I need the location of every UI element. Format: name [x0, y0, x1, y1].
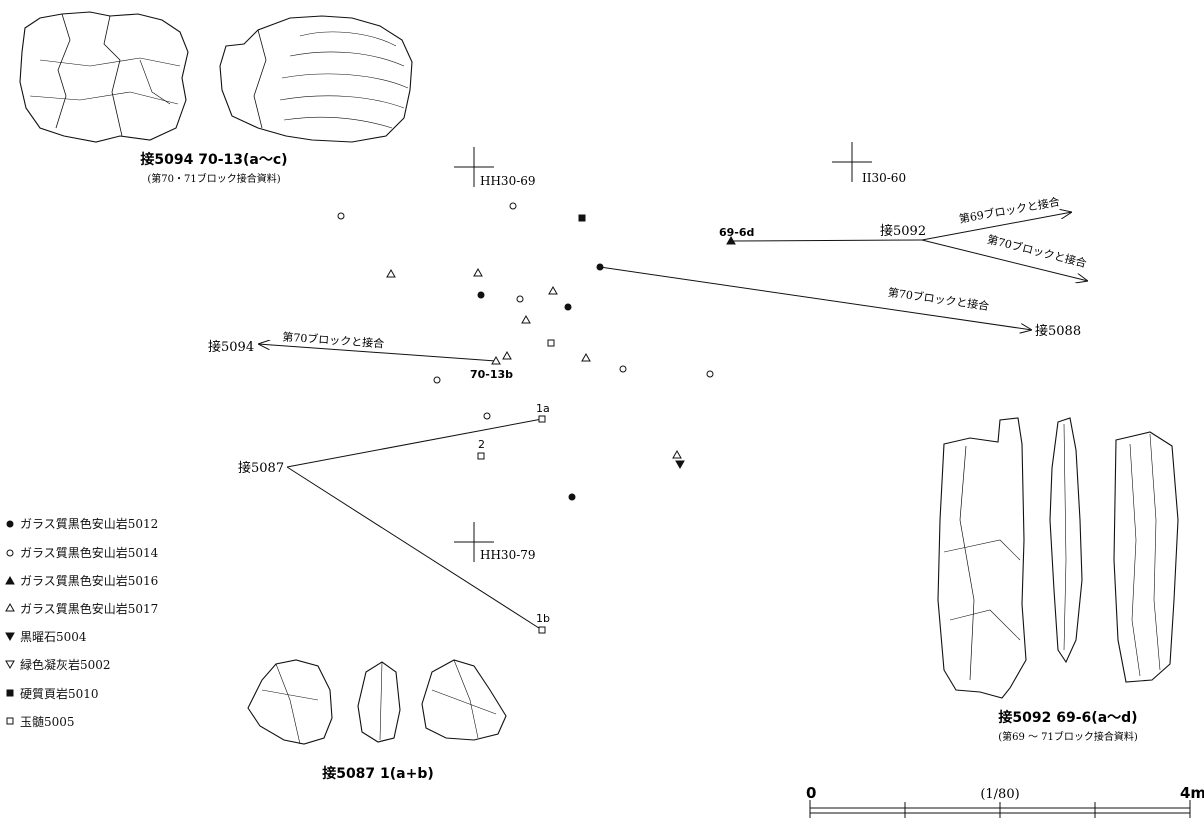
- refit-line-5092-main: [730, 239, 923, 242]
- point-open-triangle: [581, 352, 591, 362]
- legend-label-5012: ガラス質黒色安山岩5012: [20, 516, 158, 531]
- item-label-1b: 1b: [536, 612, 550, 625]
- point-filled-inverted-triangle: [675, 460, 685, 470]
- point-filled-square: [578, 214, 586, 222]
- point-open-square: [538, 626, 546, 634]
- refit-line-5087-1b: [286, 466, 543, 631]
- join-label-5094: 接5094: [208, 339, 254, 355]
- refit-note-block70-5092: 第70ブロックと接合: [986, 232, 1088, 270]
- caption-5094-title: 接5094 70-13(a〜c): [140, 151, 287, 168]
- grid-label-hh30-79: HH30-79: [480, 548, 536, 562]
- point-open-circle: [433, 376, 441, 384]
- point-filled-triangle: [726, 235, 736, 245]
- refit-note-block70-5088: 第70ブロックと接合: [887, 285, 990, 313]
- legend-label-5005: 玉髄5005: [20, 714, 75, 729]
- legend-label-5010: 硬質頁岩5010: [20, 686, 99, 701]
- legend-label-5004: 黒曜石5004: [20, 630, 87, 644]
- scale-start-label: 0: [806, 784, 816, 802]
- point-open-circle: [483, 412, 491, 420]
- caption-5092-subtitle: (第69 〜 71ブロック接合資料): [998, 730, 1138, 743]
- point-open-triangle: [491, 355, 501, 365]
- point-filled-circle: [568, 493, 576, 501]
- caption-5092-title: 接5092 69-6(a〜d): [998, 709, 1137, 726]
- item-label-2: 2: [478, 438, 485, 451]
- point-filled-circle: [477, 291, 485, 299]
- grid-label-ii30-60: II30-60: [862, 171, 906, 185]
- point-open-triangle: [548, 285, 558, 295]
- refit-line-5092-70: [921, 239, 1088, 281]
- point-open-square: [547, 339, 555, 347]
- legend-symbol-filled-circle: [6, 520, 14, 528]
- point-open-triangle: [502, 350, 512, 360]
- refit-line-5087-1a: [286, 418, 543, 468]
- point-open-circle: [509, 202, 517, 210]
- artifact-sketch-5087: [247, 659, 507, 745]
- point-open-triangle: [521, 314, 531, 324]
- scale-end-label: 4m: [1180, 784, 1204, 802]
- refit-note-block70-5094: 第70ブロックと接合: [282, 329, 385, 350]
- artifact-points: [337, 202, 736, 634]
- legend-label-5002: 緑色凝灰岩5002: [20, 657, 111, 672]
- legend-symbol-open-triangle: [5, 602, 15, 612]
- scale-bar: [809, 800, 1191, 818]
- point-open-square: [538, 415, 546, 423]
- refit-line-5094: [258, 344, 497, 362]
- grid-cross-hh30-79: [454, 522, 494, 562]
- legend-label-5014: ガラス質黒色安山岩5014: [20, 545, 159, 560]
- point-open-circle: [516, 295, 524, 303]
- point-open-square: [477, 452, 485, 460]
- artifact-sketch-5094: [19, 11, 413, 143]
- point-open-triangle: [672, 449, 682, 459]
- legend-label-5016: ガラス質黒色安山岩5016: [20, 573, 158, 588]
- artifact-sketch-5092: [937, 417, 1179, 699]
- join-label-5088: 接5088: [1035, 323, 1081, 339]
- legend-symbol-open-inverted-triangle: [5, 660, 15, 670]
- point-open-triangle: [386, 268, 396, 278]
- legend-symbol-filled-triangle: [5, 575, 15, 585]
- grid-cross-hh30-69: [454, 147, 494, 187]
- legend-symbol-filled-square: [6, 689, 14, 697]
- legend-symbol-open-square: [6, 717, 14, 725]
- join-label-5092: 接5092: [880, 223, 926, 239]
- scale-ratio-label: (1/80): [980, 787, 1019, 802]
- caption-5094-subtitle: (第70・71ブロック接合資料): [147, 172, 280, 185]
- legend: [5, 520, 15, 725]
- refit-line-5088: [599, 266, 1032, 330]
- refit-line-5092-69: [921, 212, 1072, 241]
- join-label-5087: 接5087: [238, 460, 284, 476]
- caption-5087-title: 接5087 1(a+b): [322, 765, 434, 782]
- legend-label-5017: ガラス質黒色安山岩5017: [20, 601, 158, 616]
- point-open-circle: [619, 365, 627, 373]
- item-label-70-13b: 70-13b: [470, 368, 513, 381]
- point-open-circle: [706, 370, 714, 378]
- point-open-circle: [337, 212, 345, 220]
- point-filled-circle: [596, 263, 604, 271]
- item-label-69-6d: 69-6d: [719, 226, 754, 239]
- point-filled-circle: [564, 303, 572, 311]
- point-open-triangle: [473, 267, 483, 277]
- grid-cross-ii30-60: [832, 142, 872, 182]
- legend-symbol-open-circle: [6, 549, 14, 557]
- legend-symbol-filled-inverted-triangle: [5, 632, 15, 642]
- refit-note-block69: 第69ブロックと接合: [958, 194, 1061, 225]
- grid-label-hh30-69: HH30-69: [480, 174, 536, 188]
- item-label-1a: 1a: [536, 402, 550, 415]
- refit-lines: [258, 212, 1088, 631]
